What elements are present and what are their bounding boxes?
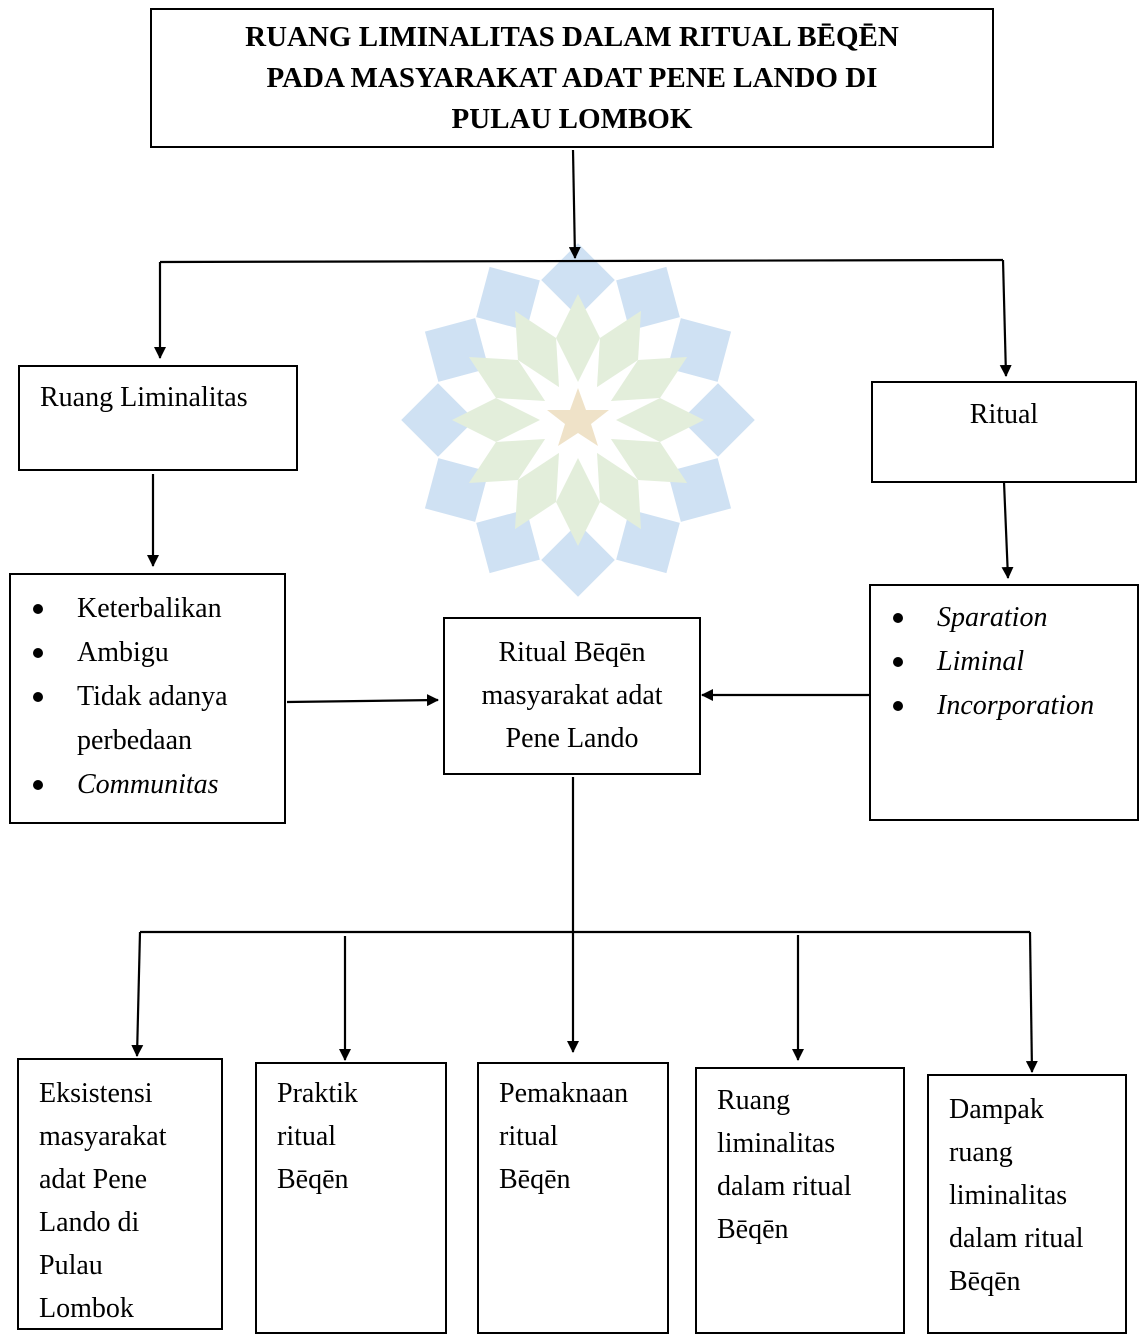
output-box-pemaknaan: Pemaknaan ritual Bēqēn — [477, 1062, 669, 1334]
output-line: ruang — [949, 1137, 1013, 1168]
top-branch-bar — [159, 258, 1004, 264]
center-label: Ritual Bēqēn masyarakat adat Pene Lando — [445, 631, 699, 760]
watermark-petal — [452, 398, 540, 442]
watermark-petal — [424, 458, 489, 522]
watermark-petal — [515, 310, 559, 388]
output-line: Pemaknaan — [499, 1078, 629, 1109]
output-label: Eksistensi masyarakat adat Pene Lando di… — [39, 1072, 167, 1330]
output-line: Dampak — [949, 1094, 1044, 1125]
output-label: Praktik ritual Bēqēn — [277, 1072, 358, 1201]
watermark-petal — [616, 398, 704, 442]
arrow-to-right-bullets — [1001, 481, 1014, 579]
watermark-petal — [468, 439, 546, 483]
stage-item: Liminal — [871, 640, 1139, 684]
center-label-line: masyarakat adat — [481, 680, 663, 711]
output-line: Lando di — [39, 1207, 140, 1238]
arrow-to-output-5 — [1025, 931, 1038, 1073]
watermark-petal — [610, 357, 688, 401]
output-box-dampak: Dampak ruang liminalitas dalam ritual Bē… — [927, 1074, 1127, 1334]
trait-item: Tidak adanya perbedaan — [11, 675, 281, 763]
title-line-3: PULAU LOMBOK — [451, 102, 693, 135]
center-label-line: Ritual Bēqēn — [498, 637, 646, 668]
output-line: ritual — [499, 1121, 559, 1152]
ritual-box: Ritual — [871, 381, 1137, 483]
output-line: Lombok — [39, 1293, 134, 1324]
title-box: RUANG LIMINALITAS DALAM RITUAL BĒQĒN PAD… — [150, 8, 994, 148]
diagram-title: RUANG LIMINALITAS DALAM RITUAL BĒQĒN PAD… — [205, 17, 939, 140]
trait-item: Communitas — [11, 763, 281, 807]
ruang-liminalitas-label: Ruang Liminalitas — [40, 382, 248, 413]
watermark-star-icon — [547, 388, 609, 446]
watermark-petal — [424, 318, 489, 382]
watermark-petal — [616, 509, 680, 574]
output-line: Bēqēn — [277, 1164, 349, 1195]
trait-item: Keterbalikan — [11, 587, 281, 631]
output-box-eksistensi: Eksistensi masyarakat adat Pene Lando di… — [17, 1058, 223, 1330]
watermark-petal — [556, 458, 600, 546]
output-box-ruang-liminalitas: Ruang liminalitas dalam ritual Bēqēn — [695, 1067, 905, 1334]
ritual-stages-list: Sparation Liminal Incorporation — [871, 596, 1139, 728]
output-line: dalam ritual — [949, 1223, 1084, 1254]
output-line: liminalitas — [949, 1180, 1068, 1211]
output-line: Bēqēn — [499, 1164, 571, 1195]
watermark-petal — [597, 452, 641, 530]
arrow-to-output-1 — [131, 931, 144, 1057]
stage-item: Sparation — [871, 596, 1139, 640]
watermark-petal — [610, 439, 688, 483]
ritual-stages-box: Sparation Liminal Incorporation — [869, 584, 1139, 821]
output-label: Pemaknaan ritual Bēqēn — [499, 1072, 628, 1201]
ritual-label: Ritual — [969, 399, 1039, 430]
watermark-petal — [515, 452, 559, 530]
watermark-petal — [468, 357, 546, 401]
output-line: Praktik — [277, 1078, 358, 1109]
watermark-petal — [616, 266, 680, 331]
watermark-petal — [541, 523, 615, 597]
liminality-traits-box: Keterbalikan Ambigu Tidak adanya perbeda… — [9, 573, 286, 824]
output-line: Ruang — [717, 1085, 791, 1116]
watermark-petal — [597, 310, 641, 388]
arrow-to-ritual — [999, 259, 1012, 377]
output-line: Bēqēn — [949, 1266, 1021, 1297]
trait-item: Ambigu — [11, 631, 281, 675]
output-line: liminalitas — [717, 1128, 836, 1159]
watermark-petal — [476, 266, 540, 331]
title-line-1: RUANG LIMINALITAS DALAM RITUAL BĒQĒN — [245, 20, 899, 53]
liminality-traits-list: Keterbalikan Ambigu Tidak adanya perbeda… — [11, 587, 281, 807]
output-label: Ruang liminalitas dalam ritual Bēqēn — [717, 1079, 852, 1251]
output-label: Dampak ruang liminalitas dalam ritual Bē… — [949, 1088, 1084, 1303]
ruang-liminalitas-box: Ruang Liminalitas — [18, 365, 298, 471]
output-line: Eksistensi — [39, 1078, 153, 1109]
arrow-left-to-center — [286, 694, 439, 707]
watermark-petal — [476, 509, 540, 574]
watermark-petal — [667, 318, 732, 382]
output-line: Pulau — [39, 1250, 103, 1281]
output-line: ritual — [277, 1121, 337, 1152]
watermark-petal — [556, 294, 600, 382]
watermark-petal — [401, 383, 475, 457]
title-line-2: PADA MASYARAKAT ADAT PENE LANDO DI — [266, 61, 878, 94]
watermark-petal — [667, 458, 732, 522]
ritual-beqen-center-box: Ritual Bēqēn masyarakat adat Pene Lando — [443, 617, 701, 775]
stage-item: Incorporation — [871, 684, 1139, 728]
output-line: masyarakat — [39, 1121, 167, 1152]
output-box-praktik: Praktik ritual Bēqēn — [255, 1062, 447, 1334]
output-line: dalam ritual — [717, 1171, 852, 1202]
center-label-line: Pene Lando — [505, 723, 639, 754]
output-line: adat Pene — [39, 1164, 148, 1195]
output-line: Bēqēn — [717, 1214, 789, 1245]
arrow-title-to-bar — [568, 149, 581, 259]
watermark-petal — [681, 383, 755, 457]
